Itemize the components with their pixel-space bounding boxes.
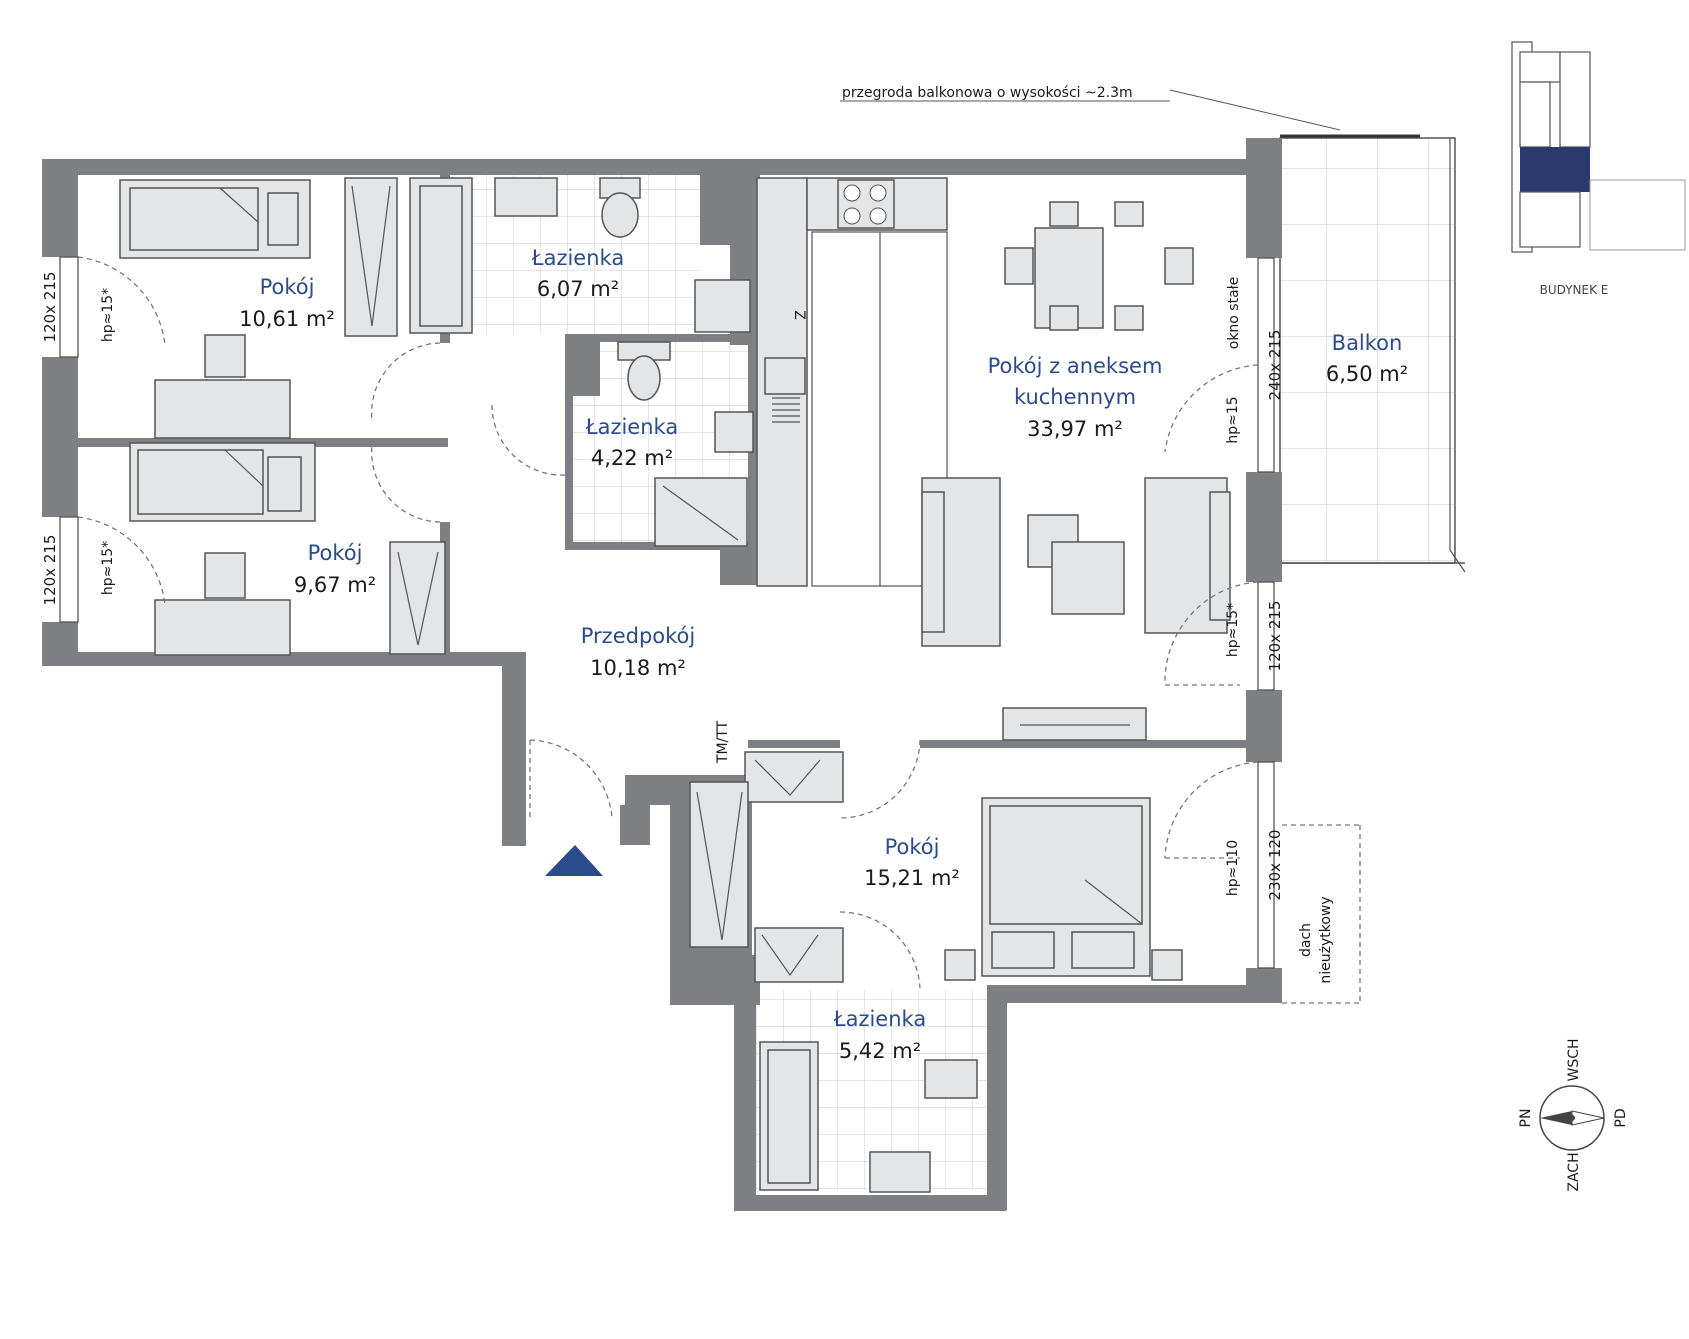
- tm-tt-label: TM/TT: [715, 720, 731, 764]
- window-3-size: 240x 215: [1266, 330, 1284, 401]
- bed-2: [129, 442, 316, 522]
- room-name-balkon: Balkon: [1332, 331, 1403, 355]
- room-area-lazienka-2: 4,22 m²: [591, 446, 673, 470]
- shower-2: [654, 477, 748, 547]
- desk-2: [154, 599, 291, 656]
- window-4-hp: hp≈15*: [1225, 603, 1241, 657]
- window-5-hp: hp≈110: [1225, 840, 1241, 896]
- room-name-pokoj-1: Pokój: [260, 275, 315, 299]
- room-name-pokoj-2: Pokój: [308, 541, 363, 565]
- room-area-przedpokoj: 10,18 m²: [590, 656, 686, 680]
- room-area-balkon: 6,50 m²: [1326, 362, 1408, 386]
- bed-1: [119, 179, 311, 259]
- room-name-lazienka-1: Łazienka: [531, 246, 624, 270]
- partition-note: przegroda balkonowa o wysokości ~2.3m: [842, 85, 1133, 101]
- entrance-marker: [545, 845, 603, 876]
- compass-south: PD: [1613, 1108, 1629, 1127]
- wardrobe-1: [344, 177, 398, 337]
- washer-1: [694, 279, 751, 333]
- room-area-lazienka-1: 6,07 m²: [537, 277, 619, 301]
- compass-east: WSCH: [1566, 1038, 1582, 1081]
- desk-1: [154, 379, 291, 439]
- toilet-3: [924, 1059, 978, 1099]
- key-plan-label: BUDYNEK E: [1540, 283, 1609, 297]
- room-name-pokoj-3: Pokój: [885, 835, 940, 859]
- chair-1: [204, 334, 246, 378]
- window-2-hp: hp≈15*: [100, 541, 116, 595]
- sofa-2: [1144, 477, 1231, 634]
- chair-2: [204, 552, 246, 599]
- room-area-pokoj-aneks: 33,97 m²: [1027, 417, 1123, 441]
- compass-north: PN: [1518, 1109, 1534, 1128]
- window-1-hp: hp≈15*: [100, 288, 116, 342]
- room-name-przedpokoj: Przedpokój: [581, 624, 695, 648]
- sink-3: [869, 1151, 931, 1193]
- window-2-size: 120x 215: [41, 535, 59, 606]
- room-area-pokoj-3: 15,21 m²: [864, 866, 960, 890]
- roof-label-2: nieużytkowy: [1318, 896, 1334, 983]
- bedside-lamp-2: [1151, 949, 1183, 981]
- roof: [1282, 824, 1361, 1004]
- room-name-pokoj-aneks-1: Pokój z aneksem: [988, 354, 1163, 378]
- sink-1: [494, 177, 558, 217]
- windows: [59, 256, 1275, 969]
- dining-table: [1004, 201, 1194, 331]
- sofa-1: [921, 477, 1001, 647]
- wardrobe-3a: [744, 751, 844, 803]
- balcony: [1279, 134, 1466, 573]
- bedside-lamp-1: [944, 949, 976, 981]
- walls: [42, 138, 1282, 1211]
- key-plan: [1511, 41, 1686, 253]
- bed-3: [981, 797, 1151, 977]
- room-name-pokoj-aneks-2: kuchennym: [1014, 385, 1136, 409]
- kitchen-counter: [756, 177, 948, 587]
- compass-west: ZACH: [1566, 1152, 1582, 1191]
- window-3-hp: hp≈15: [1225, 396, 1241, 443]
- room-name-lazienka-3: Łazienka: [833, 1007, 926, 1031]
- compass-rose: [1539, 1085, 1605, 1151]
- window-4-size: 120x 215: [1266, 601, 1284, 672]
- tv-cabinet: [1002, 707, 1147, 741]
- room-name-lazienka-2: Łazienka: [585, 415, 678, 439]
- window-3-note: okno stałe: [1226, 277, 1242, 350]
- window-1-size: 120x 215: [41, 272, 59, 343]
- roof-label-1: dach: [1298, 923, 1314, 957]
- coffee-tables: [1027, 514, 1125, 615]
- sink-2: [714, 411, 754, 453]
- fridge-mark: Z: [791, 310, 807, 320]
- room-area-pokoj-1: 10,61 m²: [239, 307, 335, 331]
- room-area-pokoj-2: 9,67 m²: [294, 573, 376, 597]
- door-swings: [77, 256, 1259, 991]
- wardrobe-3c: [754, 927, 844, 983]
- room-area-lazienka-3: 5,42 m²: [839, 1039, 921, 1063]
- window-5-size: 230x 120: [1266, 830, 1284, 901]
